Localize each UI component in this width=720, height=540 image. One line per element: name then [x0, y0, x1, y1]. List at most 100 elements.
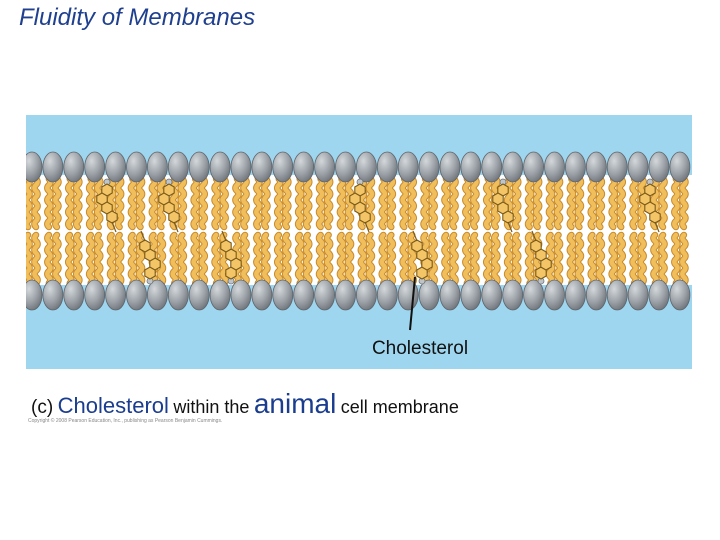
phospholipid-head: [26, 279, 43, 311]
fatty-acid-tail-fill: [400, 176, 409, 230]
fatty-acid-tail-fill: [65, 232, 74, 286]
phospholipid-head: [397, 151, 419, 183]
fatty-acid-tail-fill: [575, 232, 584, 286]
caption-term: Cholesterol: [57, 393, 169, 418]
fatty-acid-tail-fill: [303, 232, 312, 286]
phospholipid-head: [523, 151, 545, 183]
fatty-acid-tail-fill: [149, 176, 158, 230]
phospholipid-head: [230, 279, 252, 311]
phospholipid-head: [481, 151, 503, 183]
phospholipid-head: [585, 279, 607, 311]
phospholipid-head: [230, 151, 252, 183]
fatty-acid-tail-fill: [73, 232, 82, 286]
fatty-acid-tail-fill: [575, 176, 584, 230]
phospholipid-head: [126, 151, 147, 183]
fatty-acid-tail-fill: [324, 176, 333, 230]
fatty-acid-tail-fill: [128, 176, 137, 230]
fatty-acid-tail-fill: [483, 232, 492, 286]
fatty-acid-tail-fill: [554, 232, 563, 286]
fatty-acid-tail-fill: [554, 176, 563, 230]
cholesterol-pointer-line: [409, 276, 416, 331]
lipid-tails: [26, 175, 689, 287]
fatty-acid-tail-fill: [429, 176, 437, 230]
phospholipid-head: [105, 151, 126, 183]
fatty-acid-tail-fill: [212, 176, 220, 230]
fatty-acid-tail-fill: [525, 232, 534, 286]
cholesterol-molecules: [96, 178, 661, 285]
fatty-acid-tail-fill: [178, 232, 187, 286]
fatty-acid-tail-fill: [199, 232, 208, 286]
figure-caption: (c) Cholesterol within the animal cell m…: [31, 388, 459, 420]
fatty-acid-tail-fill: [316, 176, 325, 230]
phospholipid-head: [188, 279, 210, 311]
phospholipid-head: [335, 151, 356, 183]
phospholipid-head: [565, 279, 586, 311]
phospholipid-head: [293, 279, 315, 311]
fatty-acid-tail-fill: [387, 232, 396, 286]
phospholipid-head: [481, 279, 503, 311]
fatty-acid-tail-fill: [295, 176, 304, 230]
fatty-acid-tail-fill: [429, 232, 437, 286]
fatty-acid-tail-fill: [450, 232, 458, 286]
fatty-acid-tail-fill: [212, 232, 220, 286]
fatty-acid-tail-fill: [86, 232, 95, 286]
fatty-acid-tail-fill: [282, 232, 291, 286]
fatty-acid-tail-fill: [345, 176, 354, 230]
cholesterol-molecule: [492, 178, 514, 233]
phospholipid-head: [314, 151, 336, 183]
fatty-acid-tail-fill: [32, 232, 40, 286]
cholesterol-molecule: [220, 230, 242, 285]
slide-title: Fluidity of Membranes: [19, 4, 256, 31]
fatty-acid-tail-fill: [638, 232, 646, 286]
cholesterol-molecule: [639, 178, 661, 233]
phospholipid-head: [502, 151, 524, 183]
cholesterol-molecule: [96, 178, 118, 233]
phospholipid-head: [209, 279, 231, 311]
fatty-acid-tail-fill: [45, 232, 53, 286]
fatty-acid-tail-fill: [651, 232, 659, 286]
fatty-acid-tail-fill: [65, 176, 74, 230]
phospholipid-head: [565, 151, 586, 183]
phospholipid-head: [606, 151, 628, 183]
phospholipid-head: [418, 279, 440, 311]
phospholipid-head: [439, 279, 461, 311]
fatty-acid-tail-fill: [282, 176, 291, 230]
phospholipid-head: [293, 151, 315, 183]
fatty-acid-tail-fill: [86, 176, 95, 230]
fatty-acid-tail-fill: [324, 232, 333, 286]
fatty-acid-tail-fill: [567, 232, 576, 286]
cholesterol-molecule: [411, 230, 433, 285]
fatty-acid-tail-fill: [504, 232, 513, 286]
phospholipid-head: [209, 151, 231, 183]
phospholipid-head: [26, 151, 43, 183]
phospholipid-head: [502, 279, 524, 311]
phospholipid-head: [523, 279, 545, 311]
fatty-acid-tail-fill: [617, 232, 626, 286]
fatty-acid-tail-fill: [157, 232, 166, 286]
fatty-acid-tail-fill: [274, 232, 283, 286]
phospholipid-head: [648, 279, 670, 311]
phospholipid-head: [63, 279, 85, 311]
fatty-acid-tail-fill: [672, 176, 680, 230]
fatty-acid-tail-fill: [170, 232, 179, 286]
fatty-acid-tail-fill: [358, 232, 367, 286]
membrane-figure: Cholesterol: [26, 115, 692, 369]
phospholipid-head: [126, 279, 147, 311]
fatty-acid-tail-fill: [337, 176, 346, 230]
fatty-acid-tail-fill: [379, 232, 388, 286]
fatty-acid-tail-fill: [107, 232, 116, 286]
phospholipid-head: [335, 279, 356, 311]
phospholipid-head: [42, 279, 64, 311]
fatty-acid-tail-fill: [241, 176, 249, 230]
fatty-acid-tail-fill: [254, 232, 262, 286]
cholesterol-molecule: [158, 178, 180, 233]
fatty-acid-tail-fill: [567, 176, 576, 230]
fatty-acid-tail-fill: [387, 176, 396, 230]
phospholipid-head: [251, 279, 273, 311]
fatty-acid-tail-fill: [178, 176, 187, 230]
phospholipid-head: [669, 279, 691, 311]
fatty-acid-tail-fill: [588, 176, 597, 230]
fatty-acid-tail-fill: [191, 176, 200, 230]
fatty-acid-tail-fill: [345, 232, 354, 286]
fatty-acid-tail-fill: [471, 176, 479, 230]
